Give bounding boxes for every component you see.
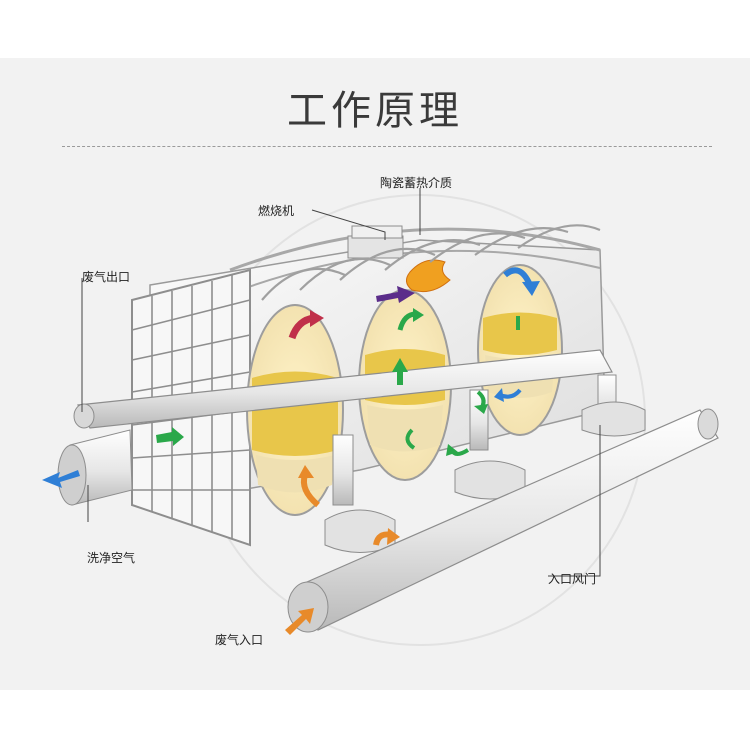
label-exhaust-outlet: 废气出口 xyxy=(82,270,131,284)
burner-box xyxy=(347,225,404,259)
leader-lines xyxy=(81,188,601,577)
support-arches xyxy=(261,224,601,301)
label-burner: 燃烧机 xyxy=(258,204,295,218)
label-inlet-damper: 入口风门 xyxy=(548,572,597,586)
clean-air-outlet-pipe xyxy=(57,429,133,506)
purple-top-arrow xyxy=(376,286,415,303)
green-chamber-loop-arrow xyxy=(405,428,416,450)
green-chamber-up-arrow xyxy=(392,358,408,385)
blue-top-arrow xyxy=(503,267,533,287)
page-title: 工作原理 xyxy=(287,88,463,134)
orange-inlet-arrow xyxy=(285,608,314,635)
label-exhaust-inlet: 废气入口 xyxy=(215,633,264,647)
green-duct-arrow xyxy=(156,427,184,446)
top-duct xyxy=(73,349,613,429)
label-clean-air: 洗净空气 xyxy=(87,551,136,565)
label-ceramic-media: 陶瓷蓄热介质 xyxy=(380,176,453,190)
title-divider xyxy=(62,146,712,147)
flow-arrows xyxy=(42,267,540,635)
chamber-3 xyxy=(477,264,563,436)
blue-outlet-arrow xyxy=(42,470,80,488)
